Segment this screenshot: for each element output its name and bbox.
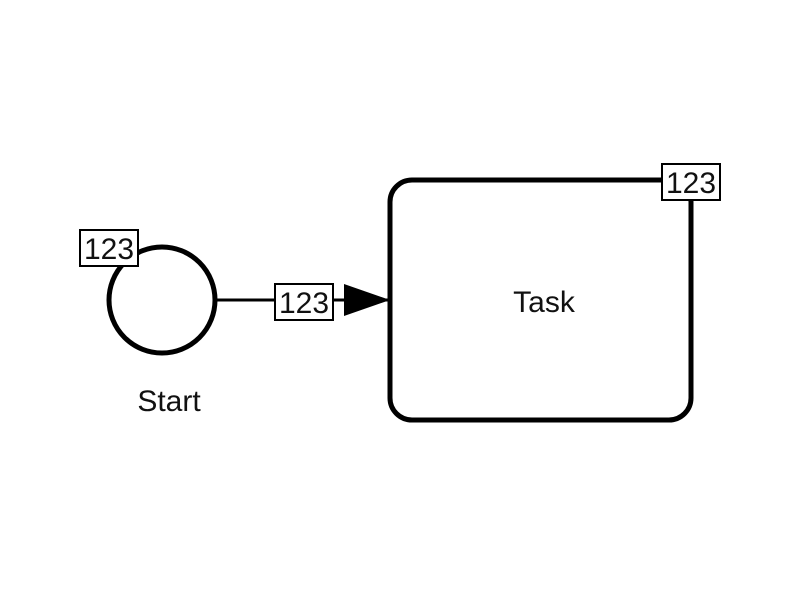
task-badge-text: 123: [666, 167, 716, 200]
task[interactable]: Task: [387, 177, 694, 423]
sequence-flow-badge-box: [274, 283, 334, 321]
task-badge: 123: [661, 163, 721, 201]
task-badge-box: [661, 163, 721, 201]
task-box[interactable]: [387, 177, 694, 423]
start-event-badge: 123: [79, 229, 139, 267]
start-event-badge-text: 123: [84, 233, 134, 266]
sequence-flow-badge: 123: [274, 283, 334, 321]
task-label: Task: [513, 286, 576, 319]
start-event-label: Start: [137, 385, 201, 418]
start-event-badge-box: [79, 229, 139, 267]
sequence-flow-badge-text: 123: [279, 287, 329, 320]
